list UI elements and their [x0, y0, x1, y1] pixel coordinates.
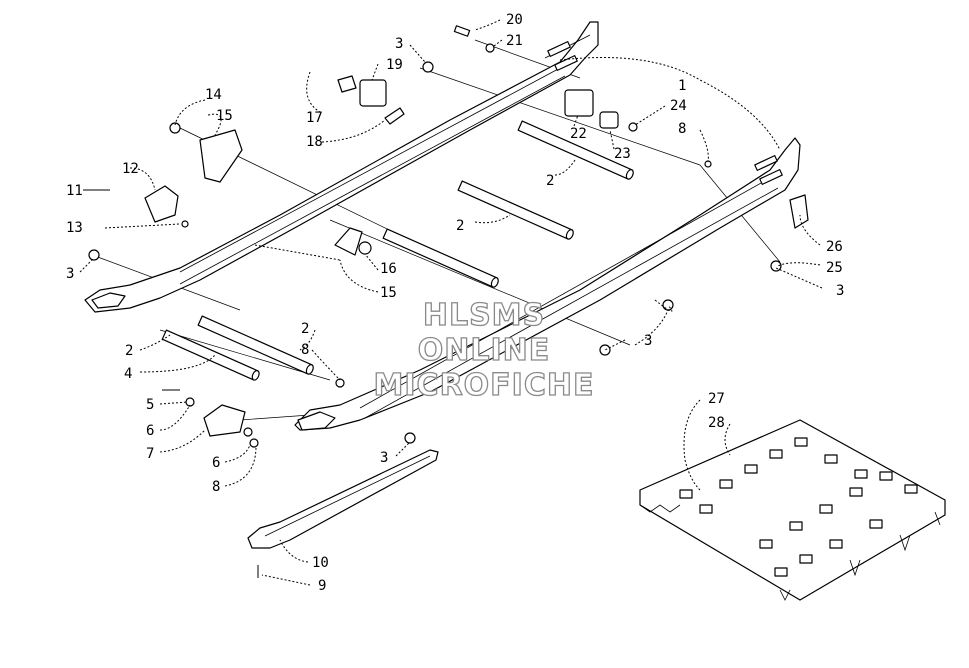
- cross-shafts: [161, 120, 634, 381]
- callout-3: 3: [380, 450, 388, 466]
- callout-25: 25: [826, 260, 843, 276]
- callout-3: 3: [836, 283, 844, 299]
- watermark: HLSMS ONLINE MICROFICHE: [373, 297, 595, 403]
- callout-24: 24: [670, 98, 687, 114]
- callout-15: 15: [216, 108, 233, 124]
- callout-22: 22: [570, 126, 587, 142]
- callout-23: 23: [614, 146, 631, 162]
- leader-lines: [79, 19, 823, 586]
- callout-27: 27: [708, 391, 725, 407]
- callout-3: 3: [395, 36, 403, 52]
- callout-8: 8: [678, 121, 686, 137]
- callout-1: 1: [678, 78, 686, 94]
- callout-2: 2: [301, 321, 309, 337]
- callout-6: 6: [212, 455, 220, 471]
- callout-2: 2: [456, 218, 464, 234]
- callout-7: 7: [146, 446, 154, 462]
- callout-8: 8: [212, 479, 220, 495]
- callout-26: 26: [826, 239, 843, 255]
- callout-10: 10: [312, 555, 329, 571]
- callout-8: 8: [301, 342, 309, 358]
- watermark-line-3: MICROFICHE: [374, 368, 595, 403]
- slide-rail: [247, 449, 439, 549]
- callout-28: 28: [708, 415, 725, 431]
- callout-4: 4: [124, 366, 132, 382]
- left-rail: [84, 21, 599, 313]
- callout-12: 12: [122, 161, 139, 177]
- callout-2: 2: [546, 173, 554, 189]
- callout-19: 19: [386, 57, 403, 73]
- callout-labels: 1 2 2 2 2 3 3 3 3 3 4 5 6 6 7 8 8 8 9 10…: [66, 12, 844, 594]
- callout-3: 3: [66, 266, 74, 282]
- callout-13: 13: [66, 220, 83, 236]
- callout-17: 17: [306, 110, 323, 126]
- track-section: [639, 419, 946, 601]
- callout-18: 18: [306, 134, 323, 150]
- callout-14: 14: [205, 87, 222, 103]
- callout-5: 5: [146, 397, 154, 413]
- watermark-line-1: HLSMS: [423, 298, 545, 333]
- hardware: [83, 25, 809, 578]
- right-rail: [294, 137, 801, 431]
- watermark-line-2: ONLINE: [418, 333, 551, 368]
- callout-16: 16: [380, 261, 397, 277]
- callout-2: 2: [125, 343, 133, 359]
- callout-6: 6: [146, 423, 154, 439]
- callout-20: 20: [506, 12, 523, 28]
- callout-3: 3: [644, 333, 652, 349]
- callout-9: 9: [318, 578, 326, 594]
- callout-11: 11: [66, 183, 83, 199]
- callout-21: 21: [506, 33, 523, 49]
- callout-15: 15: [380, 285, 397, 301]
